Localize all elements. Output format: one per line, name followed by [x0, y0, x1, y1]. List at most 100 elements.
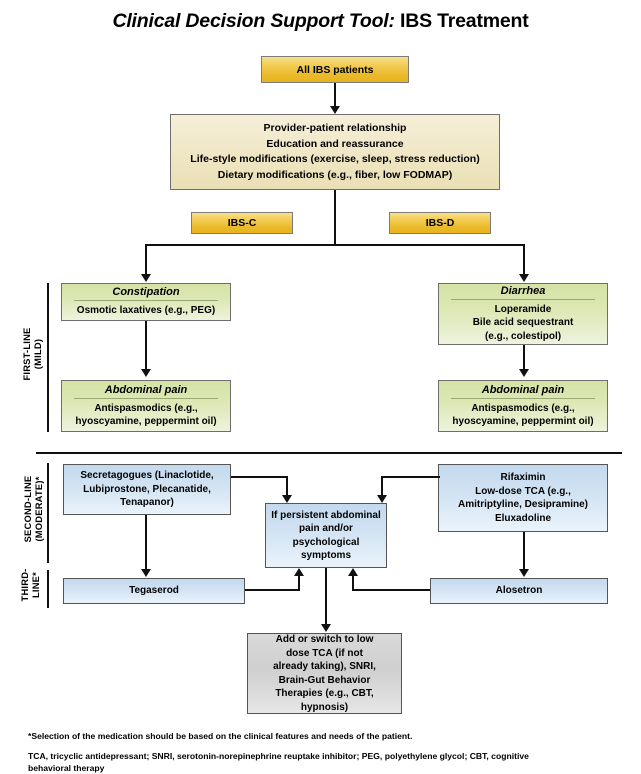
arrow-alosetron-to-persistent [348, 568, 358, 576]
label-third-line-line-2: LINE* [30, 572, 41, 599]
connector-constipation-to-abdpain [145, 321, 148, 371]
node-diarrhea[interactable]: Diarrhea Loperamide Bile acid sequestran… [438, 283, 608, 345]
connector-tegaserod-elbow-v [298, 576, 301, 589]
arrow-secretagogues-to-persistent [282, 495, 292, 503]
node-diarrhea-body-2: Bile acid sequestrant [472, 317, 574, 329]
node-abdominal-pain-right-separator [450, 397, 596, 399]
page-title-emphasis: Clinical Decision Support Tool: [112, 10, 395, 32]
page-title: Clinical Decision Support Tool: IBS Trea… [0, 10, 641, 33]
node-persistent-line-3: psychological [292, 536, 360, 548]
node-alosetron[interactable]: Alosetron [430, 578, 608, 604]
arrow-diarrhea-to-abdpain [519, 369, 529, 377]
node-diarrhea-body-1: Loperamide [494, 303, 552, 315]
label-first-line-line-1: FIRST-LINE [21, 327, 32, 381]
node-tegaserod[interactable]: Tegaserod [63, 578, 245, 604]
connector-tegaserod-elbow-h [245, 589, 300, 592]
connector-persistent-to-escalation [325, 568, 328, 626]
node-escalation-line-6: hypnosis) [300, 701, 349, 713]
split-right-drop [523, 244, 526, 276]
node-abdominal-pain-left-separator [73, 397, 219, 399]
node-escalation-line-5: Therapies (e.g., CBT, [275, 688, 374, 699]
node-alosetron-label: Alosetron [495, 585, 543, 597]
footnote-selection: *Selection of the medication should be b… [28, 731, 413, 741]
arrow-constipation-to-abdpain [141, 369, 151, 377]
node-abdominal-pain-right[interactable]: Abdominal pain Antispasmodics (e.g., hyo… [438, 380, 608, 432]
node-all-ibs-patients-label: All IBS patients [296, 63, 374, 76]
node-rifaximin-line-4: Eluxadoline [494, 512, 552, 524]
node-constipation-body-1: Osmotic laxatives (e.g., PEG) [76, 305, 216, 317]
label-first-line: FIRST-LINE (MILD) [0, 327, 82, 380]
connector-alosetron-elbow-v [352, 576, 355, 589]
node-constipation-separator [73, 300, 219, 302]
node-abdominal-pain-left-body-2: hyoscyamine, peppermint oil) [75, 416, 217, 427]
node-persistent-line-4: symptoms [300, 550, 351, 561]
connector-general-to-split [334, 190, 337, 245]
split-bar-subtypes [145, 244, 525, 247]
arrow-to-constipation [141, 274, 151, 282]
node-secretagogues-line-3: Tenapanor) [120, 497, 174, 509]
label-first-line-text: FIRST-LINE (MILD) [21, 304, 43, 404]
node-escalation-line-1: Add or switch to low [275, 634, 374, 645]
bracket-first-line [47, 283, 50, 432]
node-escalation-line-3: already taking), SNRI, [273, 661, 376, 672]
connector-diarrhea-to-abdpain [523, 345, 526, 371]
node-abdominal-pain-right-body-2: hyoscyamine, peppermint oil) [452, 416, 594, 427]
node-escalation[interactable]: Add or switch to low dose TCA (if not al… [247, 633, 402, 714]
arrow-tegaserod-to-persistent [294, 568, 304, 576]
node-secretagogues[interactable]: Secretagogues (Linaclotide, Lubiprostone… [63, 464, 231, 515]
general-line-2: Education and reassurance [266, 137, 404, 150]
arrow-allpatients-to-general [330, 106, 340, 114]
node-abdominal-pain-left-header: Abdominal pain [104, 383, 188, 396]
node-constipation-header: Constipation [112, 286, 180, 299]
node-abdominal-pain-right-body-1: Antispasmodics (e.g., [471, 402, 575, 414]
connector-allpatients-to-general [334, 83, 337, 108]
node-rifaximin-line-2: Low-dose TCA (e.g., [475, 485, 571, 497]
node-diarrhea-body-3: (e.g., colestipol) [484, 330, 562, 342]
node-abdominal-pain-right-header: Abdominal pain [481, 383, 565, 396]
node-rifaximin[interactable]: Rifaximin Low-dose TCA (e.g., Amitriptyl… [438, 464, 608, 532]
connector-secretagogues-elbow-h [231, 476, 288, 479]
split-left-drop [145, 244, 148, 276]
connector-rifaximin-elbow-v [381, 476, 384, 497]
arrow-rifaximin-to-alosetron [519, 569, 529, 577]
node-ibs-d-label: IBS-D [425, 217, 455, 229]
node-secretagogues-line-1: Secretagogues (Linaclotide, [80, 470, 214, 482]
node-secretagogues-line-2: Lubiprostone, Plecanatide, [83, 483, 211, 495]
node-tegaserod-label: Tegaserod [129, 585, 179, 597]
node-escalation-line-4: Brain-Gut Behavior [278, 674, 371, 686]
node-rifaximin-line-1: Rifaximin [500, 472, 546, 483]
connector-rifaximin-elbow-h [381, 476, 440, 479]
page-title-rest: IBS Treatment [394, 10, 529, 32]
node-persistent-symptoms[interactable]: If persistent abdominal pain and/or psyc… [265, 503, 387, 568]
arrow-persistent-to-escalation [321, 624, 331, 632]
node-ibs-d[interactable]: IBS-D [389, 212, 491, 234]
connector-rifaximin-to-alosetron [523, 532, 526, 571]
node-abdominal-pain-left[interactable]: Abdominal pain Antispasmodics (e.g., hyo… [61, 380, 231, 432]
connector-secretagogues-to-tegaserod [145, 515, 148, 571]
general-line-4: Dietary modifications (e.g., fiber, low … [217, 168, 453, 181]
node-all-ibs-patients[interactable]: All IBS patients [261, 56, 409, 83]
connector-secretagogues-elbow-v [286, 476, 289, 497]
label-third-line-line-1: THIRD- [19, 568, 30, 602]
node-diarrhea-separator [450, 298, 596, 300]
footnote-abbreviations-line-2: behavioral therapy [28, 763, 105, 773]
node-ibs-c[interactable]: IBS-C [191, 212, 293, 234]
label-first-line-line-2: (MILD) [32, 338, 43, 370]
node-constipation[interactable]: Constipation Osmotic laxatives (e.g., PE… [61, 283, 231, 321]
arrow-to-diarrhea [519, 274, 529, 282]
node-general-management[interactable]: Provider-patient relationship Education … [170, 114, 500, 190]
bracket-third-line [47, 570, 50, 608]
arrow-secretagogues-to-tegaserod [141, 569, 151, 577]
node-abdominal-pain-left-body-1: Antispasmodics (e.g., [94, 402, 198, 414]
footnote-abbreviations-line-1: TCA, tricyclic antidepressant; SNRI, ser… [28, 751, 529, 761]
general-line-3: Life-style modifications (exercise, slee… [190, 153, 480, 165]
node-persistent-line-2: pain and/or [299, 523, 353, 534]
connector-alosetron-elbow-h [352, 589, 430, 592]
node-rifaximin-line-3: Amitriptyline, Desipramine) [457, 499, 589, 510]
label-third-line-text: THIRD- LINE* [19, 539, 41, 631]
node-escalation-line-2: dose TCA (if not [286, 647, 363, 659]
node-ibs-c-label: IBS-C [227, 217, 257, 229]
arrow-rifaximin-to-persistent [377, 495, 387, 503]
bracket-second-line [47, 463, 50, 563]
